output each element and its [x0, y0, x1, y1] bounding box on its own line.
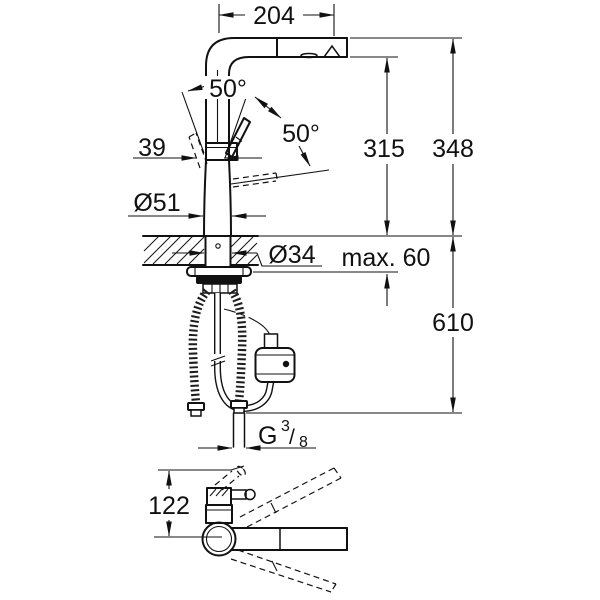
mounting-nut — [196, 276, 242, 284]
dim-body-diameter-label: Ø51 — [133, 189, 180, 217]
dim-body-diameter: Ø51 — [128, 189, 266, 219]
dim-handle-angle-right: 50° — [282, 120, 320, 167]
hose-weight — [254, 333, 296, 383]
aerator-outlet — [322, 44, 342, 58]
front-view — [142, 37, 462, 448]
lever-phantom-up-left — [188, 132, 208, 169]
plan-spout-swivel-down — [230, 549, 337, 593]
dim-hose-length: 610 — [246, 236, 474, 414]
dim-handle-angle-right-label: 50° — [282, 120, 320, 148]
angle-ref-lever-up — [224, 94, 248, 159]
stabilizing-plate — [186, 266, 252, 277]
under-sink-assembly — [186, 266, 296, 448]
dim-height-spout-underside: 315 — [350, 56, 405, 236]
plan-spout — [230, 527, 348, 551]
dim-counter-thickness-label: max. 60 — [342, 244, 431, 272]
dim-hose-length-label: 610 — [432, 309, 474, 337]
dim-plan-depth-label: 122 — [148, 492, 190, 520]
thread-slash-label: / — [289, 426, 295, 449]
countertop-section — [142, 235, 462, 273]
dim-height-spout-top-label: 348 — [432, 135, 474, 163]
dim-handle-width-label: 39 — [138, 134, 166, 162]
spray-button — [300, 52, 318, 59]
angle-ref-left — [181, 91, 205, 154]
dim-handle-width: 39 — [133, 134, 262, 162]
dim-handle-angle-left: 50° — [187, 75, 282, 119]
dim-height-spout-top: 348 — [350, 37, 474, 236]
faucet-body — [181, 37, 348, 237]
dim-counter-thickness: max. 60 — [342, 244, 431, 306]
plan-body — [205, 465, 256, 524]
supply-hose-right — [228, 288, 247, 402]
pullout-spray-head — [276, 37, 348, 59]
swivel-base-inner — [205, 525, 233, 553]
weight-pin — [282, 360, 290, 368]
dim-thread-size: G 3 / 8 — [198, 418, 316, 451]
dimension-annotations: 204 50° 50° 39 Ø51 — [128, 2, 474, 451]
shank-through-hole — [206, 237, 230, 266]
dim-hole-diameter: Ø34 — [172, 241, 322, 269]
supply-hose-left — [188, 288, 211, 404]
dim-spout-reach-label: 204 — [253, 2, 295, 30]
hose-end-fittings — [187, 400, 248, 448]
thread-numerator-label: 3 — [281, 418, 290, 435]
countertop-hatching — [143, 235, 258, 265]
angle-ref-lever-down — [230, 169, 330, 185]
plan-lever-raised-phantom — [214, 465, 246, 491]
thread-g-label: G — [258, 422, 277, 450]
dim-plan-depth: 122 — [148, 465, 245, 538]
plan-lever — [230, 489, 247, 500]
plan-lever-knob — [244, 488, 256, 501]
thread-denominator-label: 8 — [299, 434, 308, 451]
dim-hole-diameter-label: Ø34 — [268, 241, 315, 269]
plan-spout-swivel-up — [239, 467, 342, 528]
handle-base — [205, 142, 238, 161]
shank-screw — [215, 243, 221, 249]
plan-view: 122 — [148, 465, 348, 593]
dim-spout-reach: 204 — [218, 2, 335, 36]
dim-handle-angle-left-label: 50° — [209, 75, 247, 103]
dim-height-spout-underside-label: 315 — [363, 135, 405, 163]
